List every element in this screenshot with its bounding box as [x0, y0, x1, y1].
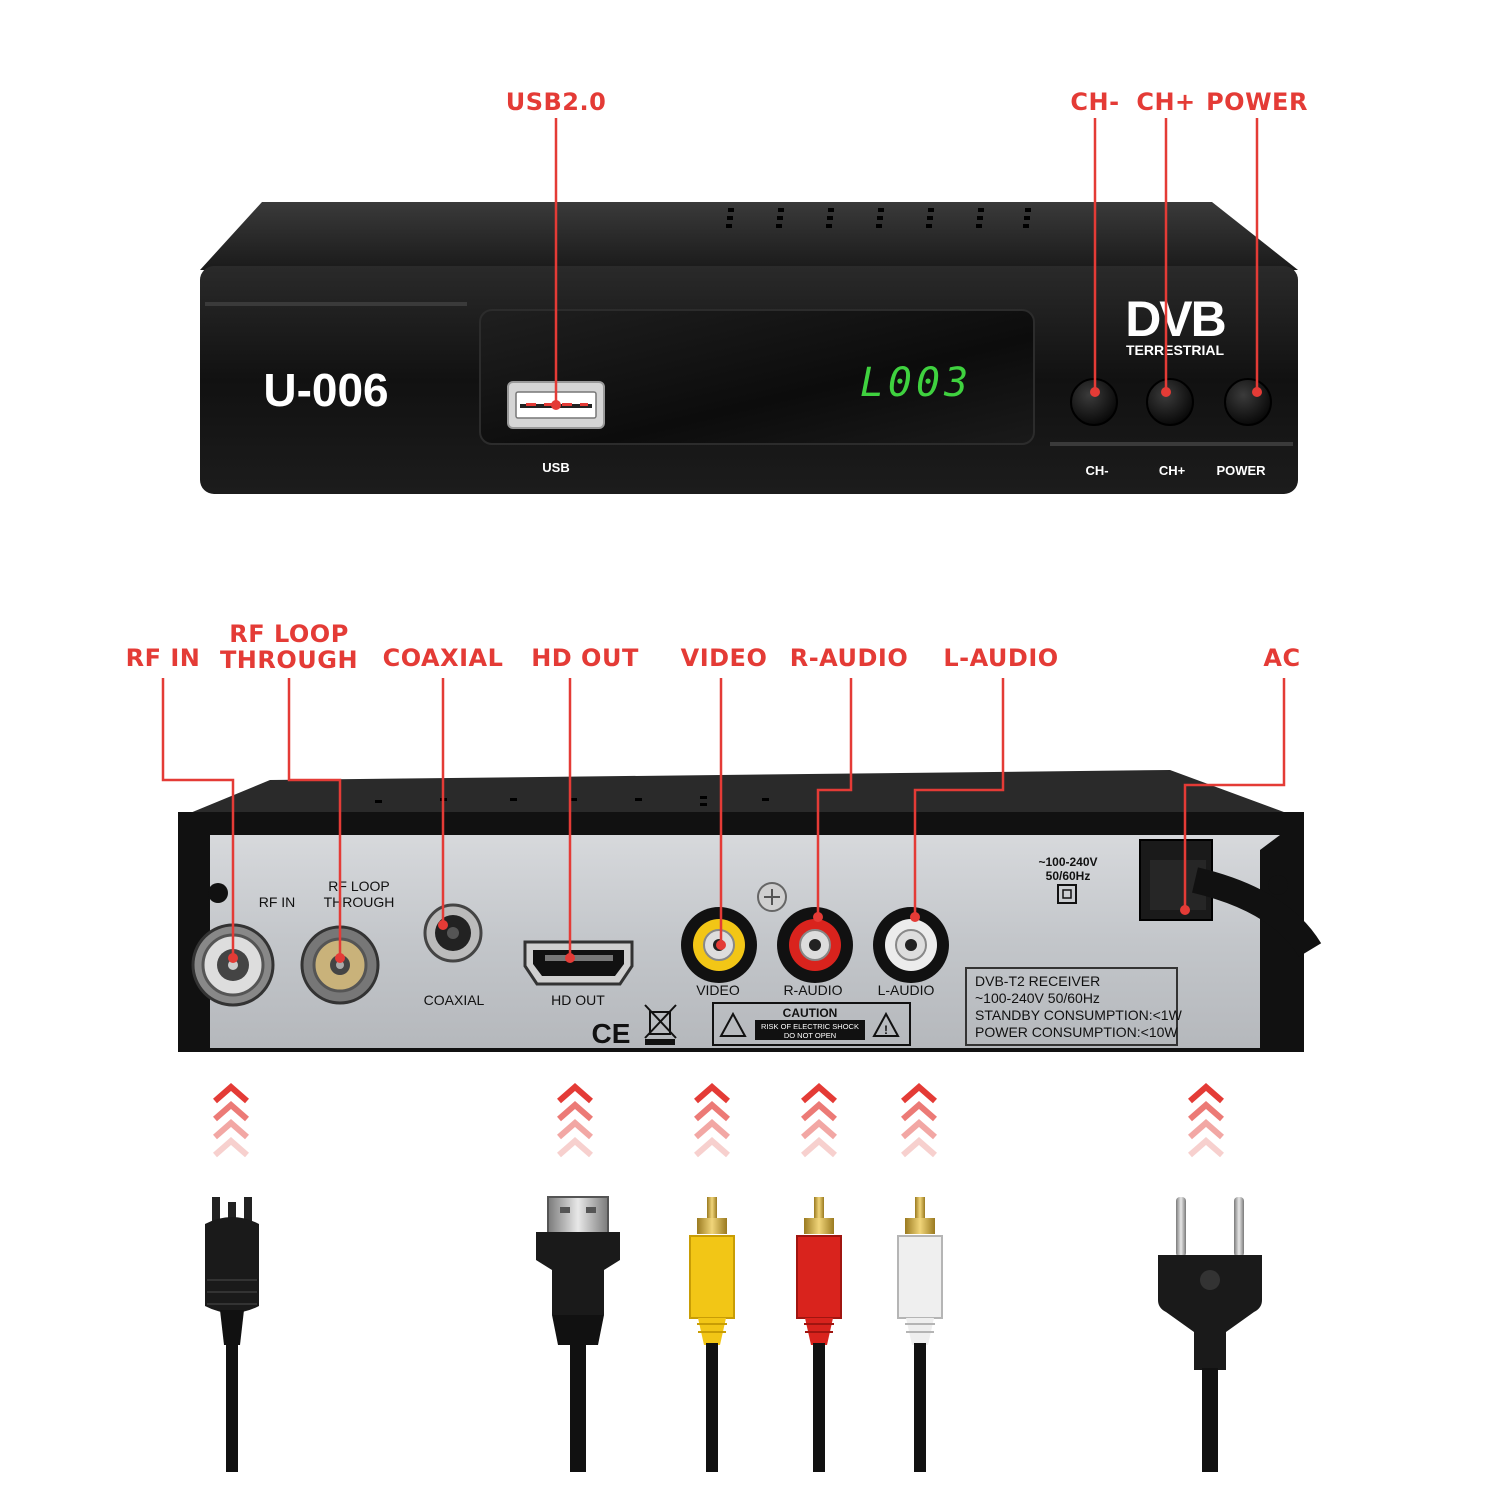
screw-right — [1268, 875, 1288, 895]
coaxial-port-label: COAXIAL — [424, 992, 485, 1008]
connection-arrows — [213, 1083, 1224, 1158]
usb-port-label: USB — [542, 460, 569, 475]
callout-usb2: USB2.0 — [505, 88, 607, 116]
hdmi-port — [523, 940, 634, 986]
weee-icon — [644, 1004, 677, 1045]
callout-ch-plus: CH+ — [1136, 88, 1196, 116]
voltage-line2: 50/60Hz — [1046, 869, 1091, 883]
dvb-logo: DVB — [1125, 291, 1225, 347]
power-button-label: POWER — [1216, 463, 1266, 478]
ac-power-cord — [1139, 839, 1322, 958]
ch-minus-button-label: CH- — [1085, 463, 1108, 478]
shock-warning-icon — [719, 1011, 747, 1037]
ch-plus-button-label: CH+ — [1159, 463, 1186, 478]
caution-line2: DO NOT OPEN — [784, 1031, 836, 1040]
callout-rf-loop-line2: THROUGH — [219, 646, 359, 674]
spec-label-box — [965, 967, 1178, 1046]
rear-device: RF IN RF LOOP THROUGH COAXIAL HD OUT — [178, 770, 1322, 1052]
svg-text:!: ! — [884, 1023, 888, 1037]
dvb-logo-subtitle: TERRESTRIAL — [1126, 342, 1224, 358]
l-audio-port-label: L-AUDIO — [878, 982, 935, 998]
double-insulation-icon — [1057, 884, 1077, 904]
screw-left — [208, 883, 228, 903]
spec-line-3: STANDBY CONSUMPTION:<1W — [975, 1007, 1183, 1023]
arrow-up-icon — [694, 1083, 730, 1158]
rear-top-surface — [178, 770, 1300, 818]
callout-coaxial: COAXIAL — [382, 644, 504, 672]
spec-line-2: ~100-240V 50/60Hz — [975, 990, 1100, 1006]
callout-hd-out: HD OUT — [531, 644, 639, 672]
r-audio-rca-jack — [777, 907, 853, 983]
arrow-up-icon — [901, 1083, 937, 1158]
ground-screw — [757, 882, 787, 912]
callout-rf-loop: RF LOOP THROUGH — [220, 621, 358, 673]
display-window — [479, 309, 1035, 445]
rf-coax-plug-icon — [205, 1197, 259, 1472]
rear-leader-lines — [161, 678, 1286, 958]
rca-yellow-plug-icon — [689, 1197, 735, 1472]
ce-mark: CE — [592, 1018, 631, 1049]
power-button[interactable] — [1224, 378, 1272, 426]
led-display-readout: L003 — [860, 360, 972, 406]
callout-l-audio: L-AUDIO — [943, 644, 1059, 672]
spec-line-1: DVB-T2 RECEIVER — [975, 973, 1100, 989]
arrow-up-icon — [801, 1083, 837, 1158]
caution-line1: RISK OF ELECTRIC SHOCK — [761, 1022, 859, 1031]
arrow-up-icon — [557, 1083, 593, 1158]
front-leader-lines — [554, 118, 1259, 405]
ch-plus-button[interactable] — [1146, 378, 1194, 426]
rca-white-plug-icon — [897, 1197, 943, 1472]
l-audio-rca-jack — [873, 907, 949, 983]
arrow-up-icon — [213, 1083, 249, 1158]
front-trim-line-right — [1050, 442, 1293, 446]
hd-out-port-label: HD OUT — [551, 992, 605, 1008]
rca-red-plug-icon — [796, 1197, 842, 1472]
callout-ac: AC — [1263, 644, 1301, 672]
arrow-up-icon — [1188, 1083, 1224, 1158]
front-trim-line — [205, 302, 467, 306]
rf-in-connector — [191, 923, 275, 1007]
caution-title: CAUTION — [783, 1006, 838, 1020]
spec-line-4: POWER CONSUMPTION:<10W — [975, 1024, 1178, 1040]
exclamation-warning-icon — [872, 1011, 900, 1037]
r-audio-port-label: R-AUDIO — [783, 982, 842, 998]
front-top-surface — [200, 202, 1298, 270]
video-port-label: VIDEO — [696, 982, 740, 998]
front-device: U-006 USB L003 DVB TERRESTRIAL CH- CH+ P… — [200, 202, 1298, 494]
callout-video: VIDEO — [680, 644, 768, 672]
model-label: U-006 — [263, 364, 388, 416]
eu-power-plug-icon — [1158, 1197, 1262, 1472]
front-leader-dots — [551, 387, 1262, 410]
callout-r-audio: R-AUDIO — [789, 644, 909, 672]
voltage-line1: ~100-240V — [1038, 855, 1097, 869]
callout-power: POWER — [1206, 88, 1308, 116]
hdmi-cable-icon — [536, 1196, 620, 1472]
rf-loop-port-label-line2: THROUGH — [324, 894, 395, 910]
rf-in-port-label: RF IN — [259, 894, 296, 910]
rf-loop-port-label-line1: RF LOOP — [328, 878, 389, 894]
front-vents — [726, 208, 1031, 228]
callout-rf-in: RF IN — [125, 644, 201, 672]
rear-leader-dots — [228, 905, 1190, 963]
callout-rf-loop-line1: RF LOOP — [229, 620, 349, 648]
callout-ch-minus: CH- — [1070, 88, 1120, 116]
coaxial-connector — [423, 903, 483, 963]
caution-box: ! CAUTION RISK OF ELECTRIC SHOCK DO NOT … — [712, 1002, 911, 1046]
rf-loop-connector — [300, 925, 380, 1005]
